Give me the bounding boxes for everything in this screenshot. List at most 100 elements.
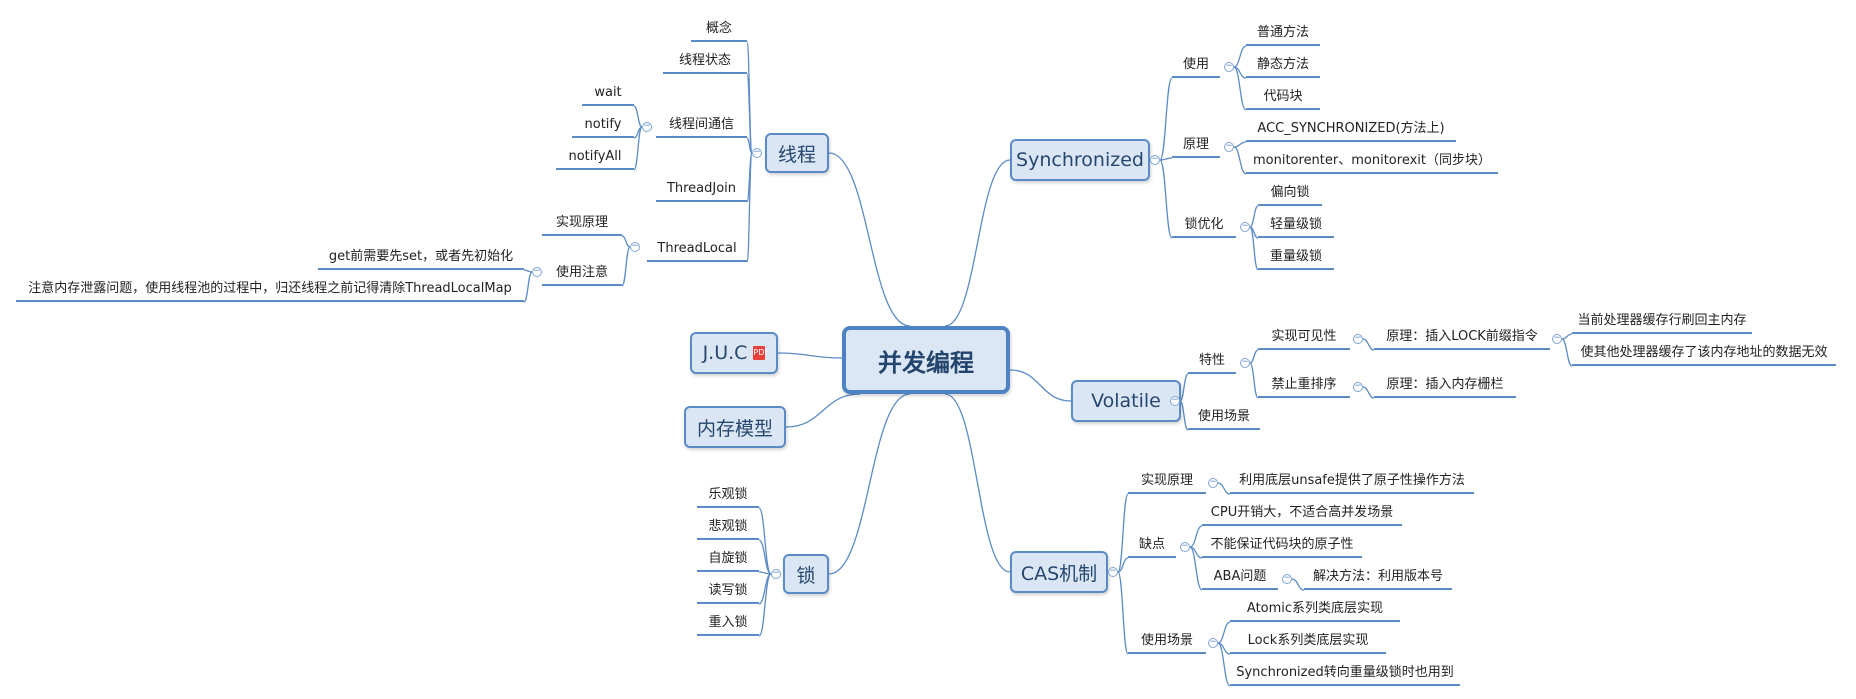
use-normal-method[interactable]: 普通方法 (1246, 22, 1320, 46)
comm-collapse-icon[interactable]: − (642, 121, 652, 132)
cas-cons-collapse-icon[interactable]: − (1180, 541, 1190, 552)
volatile-node[interactable]: Volatile (1071, 380, 1181, 422)
scene-atomic[interactable]: Atomic系列类底层实现 (1230, 598, 1400, 622)
opt-biased[interactable]: 偏向锁 (1258, 182, 1322, 206)
thread-collapse-icon[interactable]: − (752, 147, 762, 158)
aba-collapse-icon[interactable]: − (1282, 573, 1292, 584)
threadlocal-impl[interactable]: 实现原理 (542, 212, 622, 236)
usage-item-1[interactable]: get前需要先set，或者先初始化 (318, 246, 524, 270)
link-vis-principle (1362, 338, 1375, 351)
cas-collapse-icon[interactable]: − (1108, 566, 1118, 577)
visibility-principle-collapse-icon[interactable]: − (1552, 333, 1562, 344)
thread-concept[interactable]: 概念 (691, 18, 747, 42)
visibility-principle[interactable]: 原理：插入LOCK前缀指令 (1374, 326, 1550, 350)
cas-impl[interactable]: 实现原理 (1128, 470, 1206, 494)
link-lock (828, 393, 911, 575)
opt-heavyweight[interactable]: 重量级锁 (1258, 246, 1334, 270)
link-usage-0 (523, 269, 533, 273)
reorder-principle[interactable]: 原理：插入内存栅栏 (1374, 374, 1516, 398)
feature-collapse-icon[interactable]: − (1240, 357, 1250, 368)
aba-solution[interactable]: 解决方法：利用版本号 (1304, 566, 1452, 590)
link-effect-1 (1561, 338, 1573, 367)
link-juc (777, 352, 843, 359)
link-use-2 (1233, 66, 1247, 111)
root-node[interactable]: 并发编程 (842, 326, 1010, 394)
thread-states[interactable]: 线程状态 (663, 50, 747, 74)
cons-aba[interactable]: ABA问题 (1202, 566, 1278, 590)
link-principle-1 (1233, 146, 1247, 175)
link-lock-1 (758, 539, 772, 575)
cons-atomicity[interactable]: 不能保证代码块的原子性 (1202, 534, 1362, 558)
link-principle-0 (1233, 141, 1247, 148)
visibility-effect-1[interactable]: 当前处理器缓存行刷回主内存 (1572, 310, 1752, 334)
lock-spin[interactable]: 自旋锁 (697, 548, 759, 572)
cas-node[interactable]: CAS机制 (1010, 551, 1108, 593)
lock-pessimistic[interactable]: 悲观锁 (697, 516, 759, 540)
sync-use[interactable]: 使用 (1172, 54, 1220, 78)
lock-readwrite[interactable]: 读写锁 (697, 580, 759, 604)
visibility-effect-2[interactable]: 使其他处理器缓存了该内存地址的数据无效 (1572, 342, 1836, 366)
memory-model-node[interactable]: 内存模型 (684, 406, 786, 448)
sync-principle-collapse-icon[interactable]: − (1224, 141, 1234, 152)
visibility-collapse-icon[interactable]: − (1353, 333, 1363, 344)
lock-reentrant[interactable]: 重入锁 (697, 612, 759, 636)
thread-local[interactable]: ThreadLocal (647, 238, 747, 262)
link-use-0 (1233, 45, 1247, 68)
link-sync-1 (1159, 157, 1173, 161)
link-cas-impl (1217, 482, 1231, 495)
sync-use-collapse-icon[interactable]: − (1224, 61, 1234, 72)
link-reorder-principle (1362, 386, 1375, 399)
juc-node[interactable]: J.U.C PDF (690, 332, 778, 374)
sync-opt[interactable]: 锁优化 (1172, 214, 1236, 238)
link-feature-1 (1249, 362, 1259, 399)
thread-node[interactable]: 线程 (765, 133, 829, 173)
use-code-block[interactable]: 代码块 (1246, 86, 1320, 110)
reorder-collapse-icon[interactable]: − (1353, 381, 1363, 392)
cas-impl-detail[interactable]: 利用底层unsafe提供了原子性操作方法 (1230, 470, 1474, 494)
comm-notifyall[interactable]: notifyAll (556, 146, 634, 170)
opt-lightweight[interactable]: 轻量级锁 (1258, 214, 1334, 238)
sync-opt-collapse-icon[interactable]: − (1240, 221, 1250, 232)
feature-visibility[interactable]: 实现可见性 (1258, 326, 1350, 350)
link-usage-1 (523, 271, 533, 303)
link-opt-0 (1249, 205, 1259, 228)
principle-acc[interactable]: ACC_SYNCHRONIZED(方法上) (1246, 118, 1456, 142)
feature-reorder[interactable]: 禁止重排序 (1258, 374, 1350, 398)
threadlocal-usage[interactable]: 使用注意 (542, 262, 622, 286)
link-scene-0 (1217, 621, 1231, 644)
usage-item-2[interactable]: 注意内存泄露问题，使用线程池的过程中，归还线程之前记得清除ThreadLocal… (16, 278, 524, 302)
volatile-scene[interactable]: 使用场景 (1188, 406, 1260, 430)
use-static-method[interactable]: 静态方法 (1246, 54, 1320, 78)
volatile-feature[interactable]: 特性 (1188, 350, 1236, 374)
cons-cpu[interactable]: CPU开销大，不适合高并发场景 (1202, 502, 1402, 526)
cas-scene-collapse-icon[interactable]: − (1208, 637, 1218, 648)
link-volatile (1009, 369, 1072, 402)
comm-notify[interactable]: notify (572, 114, 634, 138)
link-memory (785, 393, 861, 428)
volatile-collapse-icon[interactable]: − (1170, 395, 1180, 406)
thread-comm[interactable]: 线程间通信 (656, 114, 747, 138)
lock-optimistic[interactable]: 乐观锁 (697, 484, 759, 508)
link-tl-0 (621, 235, 631, 248)
lock-node[interactable]: 锁 (783, 554, 829, 594)
scene-synchronized[interactable]: Synchronized转向重量级锁时也用到 (1230, 662, 1460, 686)
cas-cons[interactable]: 缺点 (1128, 534, 1176, 558)
lock-collapse-icon[interactable]: − (771, 568, 781, 579)
link-comm-2 (633, 126, 643, 171)
cas-impl-collapse-icon[interactable]: − (1208, 477, 1218, 488)
pdf-icon[interactable]: PDF (753, 346, 769, 360)
principle-monitor[interactable]: monitorenter、monitorexit（同步块） (1246, 150, 1498, 174)
usage-collapse-icon[interactable]: − (532, 266, 542, 277)
link-cas (944, 393, 1011, 573)
sync-node[interactable]: Synchronized (1010, 139, 1150, 181)
scene-lock[interactable]: Lock系列类底层实现 (1230, 630, 1386, 654)
sync-collapse-icon[interactable]: − (1150, 154, 1160, 165)
link-cas-2 (1117, 571, 1129, 655)
thread-join[interactable]: ThreadJoin (656, 178, 747, 202)
sync-principle[interactable]: 原理 (1172, 134, 1220, 158)
comm-wait[interactable]: wait (582, 82, 634, 106)
link-cons-2 (1189, 546, 1203, 591)
threadlocal-collapse-icon[interactable]: − (630, 241, 640, 252)
link-tl-1 (621, 246, 631, 287)
cas-scene[interactable]: 使用场景 (1128, 630, 1206, 654)
